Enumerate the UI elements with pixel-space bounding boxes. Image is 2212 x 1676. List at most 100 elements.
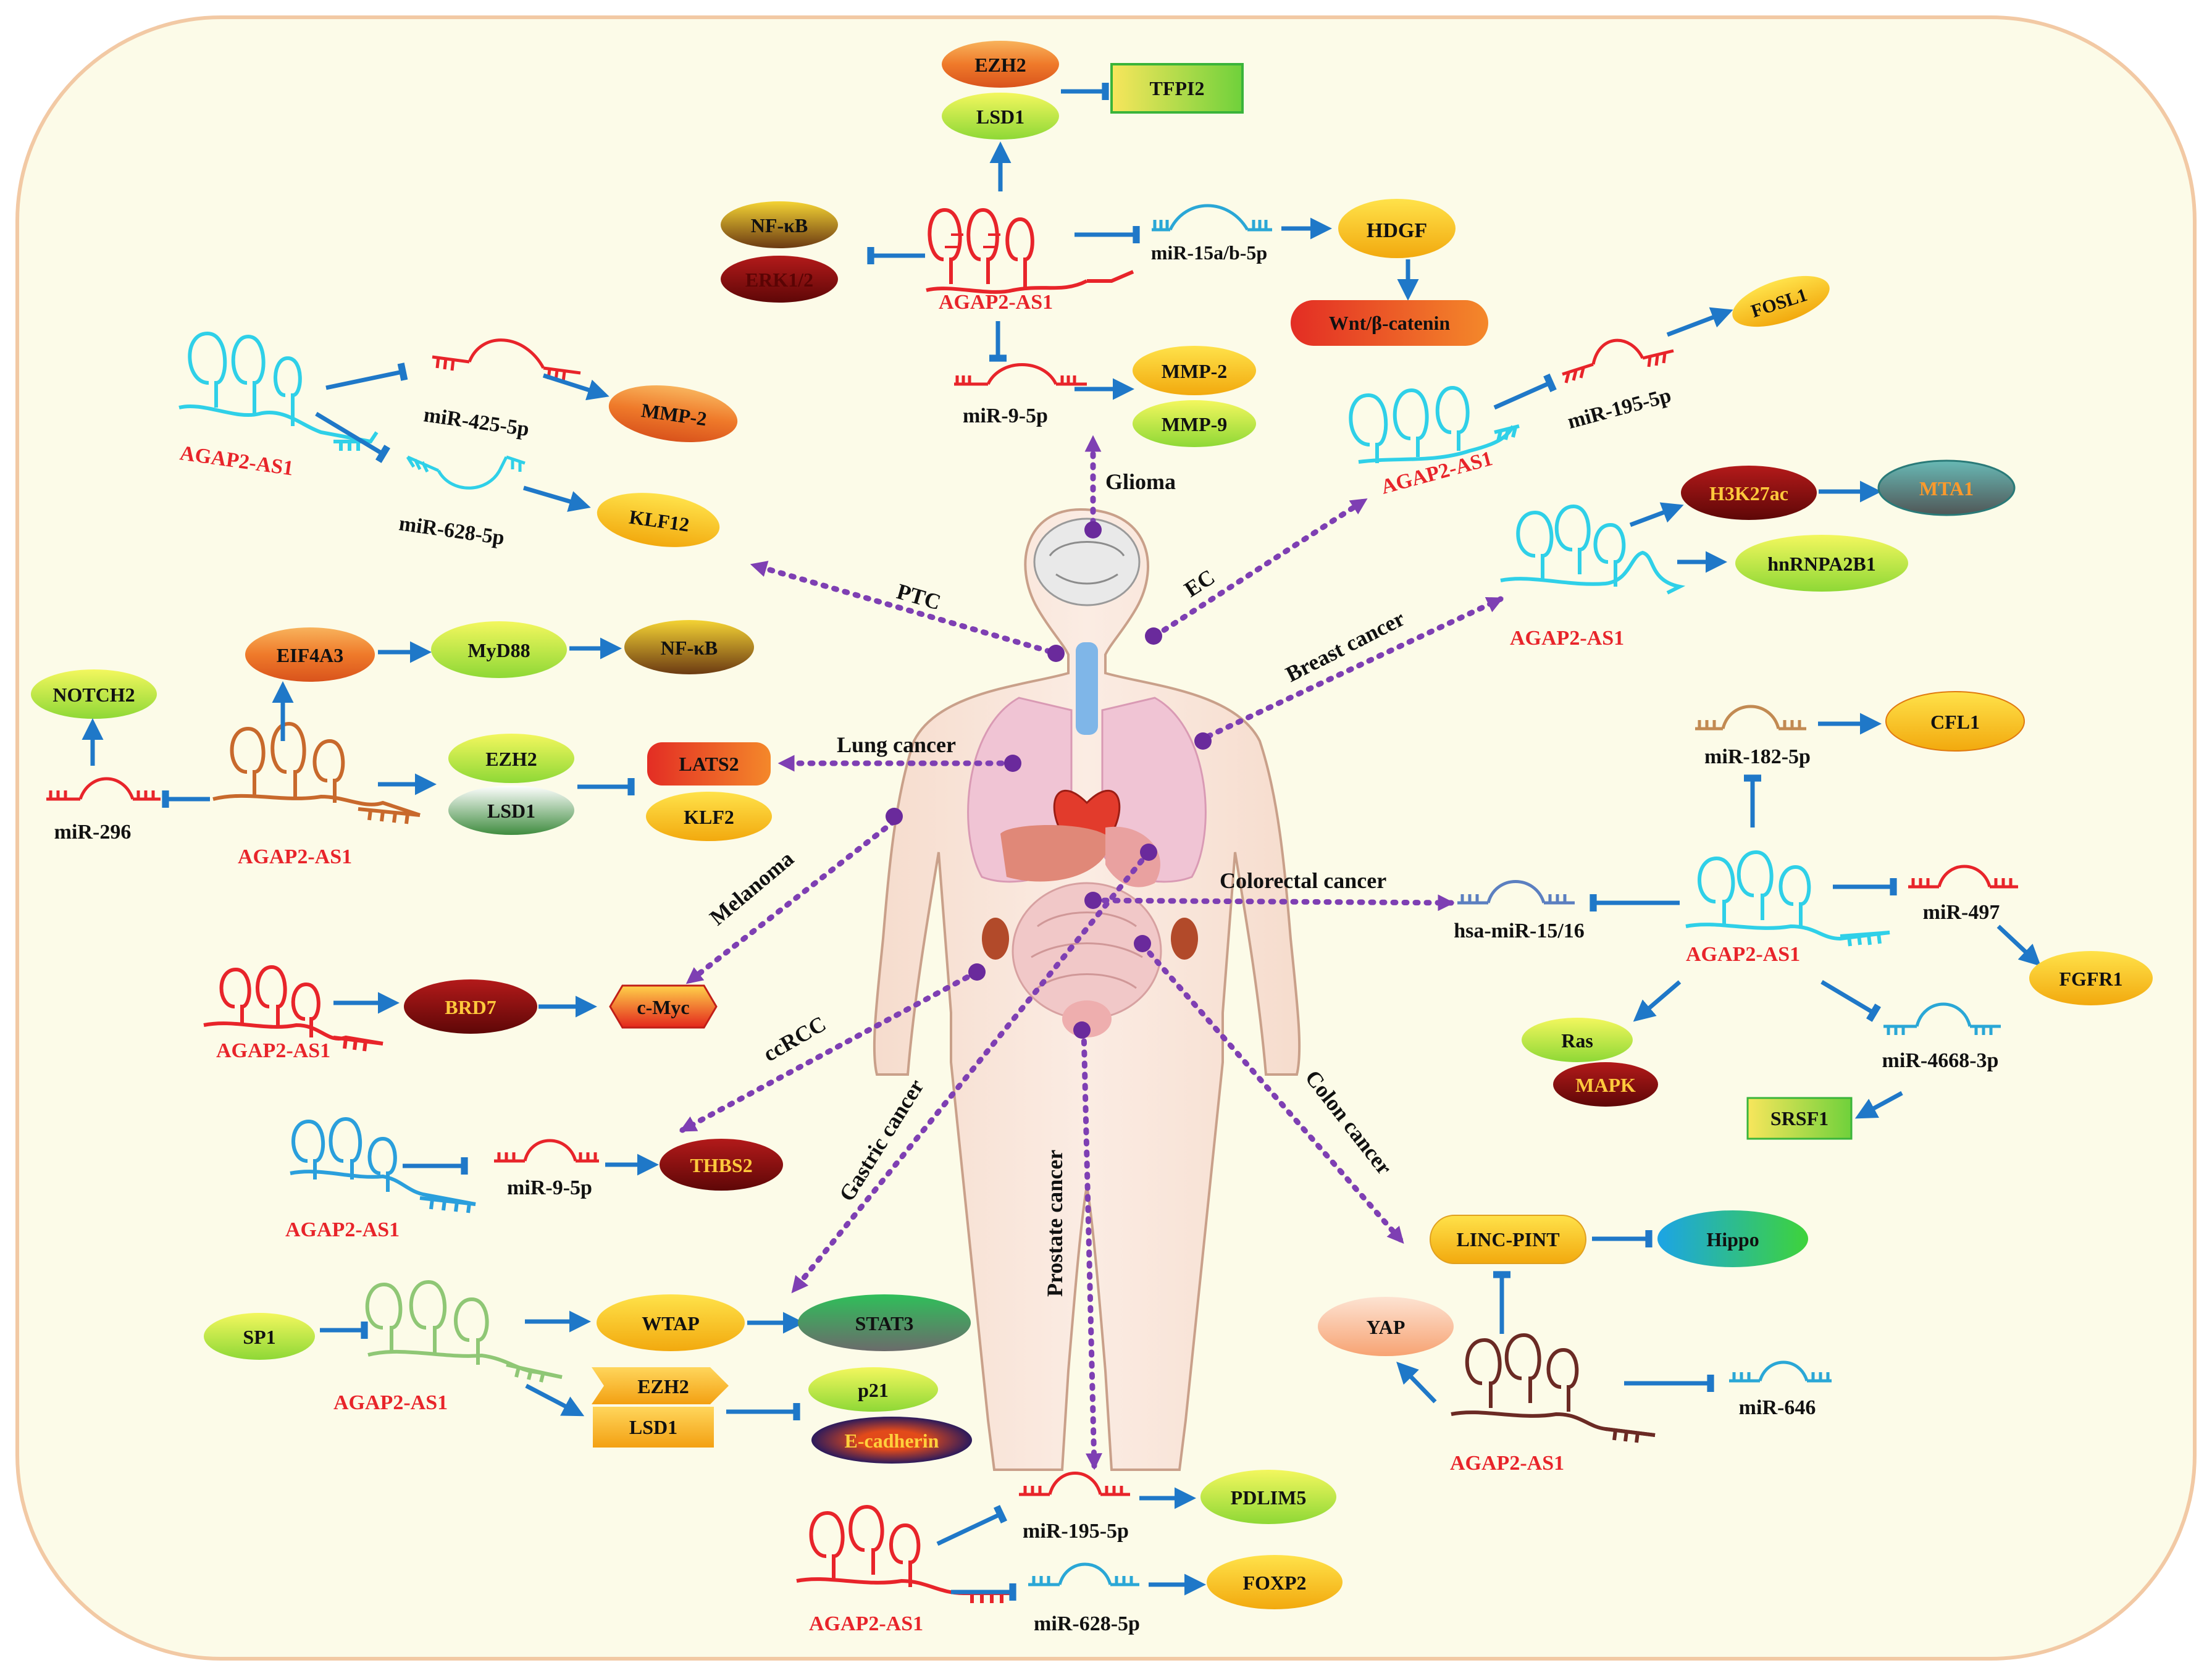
node-label-prostate-mir628: miR-628-5p (1034, 1612, 1140, 1635)
mirna-ptc-425 (432, 338, 581, 382)
mirna-prostate-628 (1028, 1562, 1139, 1586)
lung-pathway: NOTCH2 miR-296 AGAP2-AS1 EIF4A3 MyD88 NF… (31, 620, 772, 868)
lncrna-ec (1349, 385, 1520, 464)
trachea-icon (1076, 642, 1098, 735)
kidney-left-icon (982, 918, 1009, 960)
node-label-lncrna_label: AGAP2-AS1 (285, 1218, 400, 1241)
mirna-glioma-9 (954, 363, 1087, 386)
node-label-breast-mta1: MTA1 (1919, 477, 1974, 500)
label-glioma: Glioma (1105, 469, 1176, 494)
node-label-glioma-mir9: miR-9-5p (963, 404, 1048, 427)
ccrcc-pathway: AGAP2-AS1 miR-9-5p THBS2 (285, 1117, 783, 1241)
node-label-ccrcc-mir9: miR-9-5p (507, 1176, 592, 1199)
mirna-ptc-628 (406, 455, 526, 490)
brain-icon (1033, 517, 1141, 606)
node-label-glioma-mir15: miR-15a/b-5p (1151, 241, 1267, 264)
node-label-gastric-sp1: SP1 (243, 1326, 275, 1348)
glioma-pathway: AGAP2-AS1 EZH2 LSD1 TFPI2 NF-κB ERK1/2 m… (721, 41, 1488, 447)
label-prostate-cancer: Prostate cancer (1042, 1150, 1067, 1297)
node-label-lncrna_label: AGAP2-AS1 (1450, 1452, 1564, 1475)
node-label-colorectal-mir497: miR-497 (1923, 901, 2000, 924)
node-label-glioma-erk: ERK1/2 (745, 269, 813, 291)
mirna-colorectal-4668 (1883, 1002, 2001, 1035)
node-label-prostate-pdlim5: PDLIM5 (1231, 1486, 1307, 1509)
node-label-lung-lats2: LATS2 (679, 753, 739, 775)
label-colorectal-cancer: Colorectal cancer (1220, 868, 1386, 893)
lncrna-lung (212, 721, 421, 824)
node-label-glioma-mmp9: MMP-9 (1162, 413, 1228, 435)
lncrna-ccrcc (290, 1117, 476, 1213)
node-label-glioma-tfpi2: TFPI2 (1150, 77, 1205, 99)
lncrna-melanoma (203, 965, 383, 1052)
mirna-colorectal-497 (1908, 865, 2018, 889)
node-label-colon-mir646: miR-646 (1739, 1396, 1816, 1419)
kidney-right-icon (1171, 918, 1198, 960)
node-label-colorectal-hsamir: hsa-miR-15/16 (1454, 920, 1585, 942)
lncrna-prostate (796, 1504, 1013, 1603)
node-label-lncrna_label: AGAP2-AS1 (333, 1391, 448, 1414)
mirna-prostate-195 (1019, 1472, 1130, 1496)
node-label-colon-lincpint: LINC-PINT (1456, 1228, 1559, 1251)
lncrna-colon (1451, 1333, 1656, 1443)
lncrna-glioma (926, 207, 1134, 294)
prostate-pathway: AGAP2-AS1 miR-195-5p PDLIM5 miR-628-5p F… (796, 1470, 1343, 1635)
node-label-glioma-mmp2: MMP-2 (1162, 360, 1228, 382)
node-label-colon-hippo: Hippo (1706, 1228, 1759, 1251)
lncrna-gastric (365, 1280, 563, 1383)
label-lung-cancer: Lung cancer (837, 732, 956, 757)
node-label-lung-klf2: KLF2 (684, 806, 734, 828)
node-label-lncrna_label: AGAP2-AS1 (216, 1039, 330, 1062)
node-label-lncrna_label: AGAP2-AS1 (1510, 627, 1624, 650)
mirna-lung-296 (46, 777, 161, 801)
node-label-prostate-mir195: miR-195-5p (1023, 1520, 1129, 1543)
lncrna-ptc (178, 331, 379, 451)
node-label-lncrna_label: AGAP2-AS1 (238, 845, 352, 868)
node-label-gastric-lsd1: LSD1 (629, 1416, 677, 1438)
breast-pathway: AGAP2-AS1 H3K27ac MTA1 hnRNPA2B1 (1500, 459, 2016, 650)
node-label-colorectal-mir182: miR-182-5p (1704, 745, 1811, 768)
node-label-lung-ezh2: EZH2 (485, 748, 537, 770)
cancer-connectors (679, 435, 1504, 1470)
melanoma-pathway: AGAP2-AS1 BRD7 c-Myc (203, 965, 718, 1062)
mirna-ec-195 (1562, 338, 1674, 383)
mirna-colorectal-182 (1695, 705, 1806, 731)
node-label-glioma-hdgf: HDGF (1367, 219, 1427, 242)
node-label-lung-myd88: MyD88 (467, 639, 530, 661)
node-label-gastric-wtap: WTAP (642, 1312, 700, 1335)
node-label-gastric-stat3: STAT3 (855, 1312, 914, 1335)
node-label-colon-yap: YAP (1367, 1316, 1406, 1338)
node-label-glioma-ezh2: EZH2 (974, 54, 1026, 76)
mirna-glioma-15ab (1152, 204, 1272, 232)
mirna-ccrcc-9 (494, 1139, 599, 1163)
node-label-melanoma-brd7: BRD7 (445, 996, 496, 1018)
node-label-lung-notch2: NOTCH2 (52, 684, 135, 706)
colon-pathway: LINC-PINT Hippo YAP AGAP2-AS1 miR-646 (1318, 1210, 1832, 1475)
node-label-colorectal-ras: Ras (1561, 1029, 1593, 1052)
cancer-site-dots (886, 521, 1212, 1039)
node-label-glioma-lsd1: LSD1 (976, 106, 1024, 128)
node-label-glioma-wnt: Wnt/β-catenin (1329, 312, 1451, 334)
lncrna-breast (1500, 504, 1686, 595)
lncrna-label: AGAP2-AS1 (939, 291, 1053, 314)
liver-icon (1000, 825, 1112, 882)
node-label-melanoma-cmyc: c-Myc (637, 996, 689, 1018)
node-label-lncrna_label: AGAP2-AS1 (1686, 943, 1800, 966)
node-label-gastric-p21: p21 (858, 1379, 889, 1401)
colorectal-pathway: miR-182-5p CFL1 AGAP2-AS1 hsa-miR-15/16 … (1454, 691, 2153, 1140)
mirna-colon-646 (1729, 1360, 1832, 1383)
node-label-colorectal-mir4668: miR-4668-3p (1882, 1049, 1999, 1072)
lncrna-colorectal (1685, 850, 1890, 947)
node-label-colorectal-fgfr1: FGFR1 (2059, 968, 2122, 990)
node-label-colorectal-srsf1: SRSF1 (1770, 1107, 1829, 1129)
node-label-gastric-ezh2: EZH2 (637, 1375, 689, 1397)
node-label-ccrcc-thbs2: THBS2 (690, 1154, 752, 1176)
node-label-breast-hnrnpa2b1: hnRNPA2B1 (1767, 553, 1875, 575)
node-label-lncrna_label: AGAP2-AS1 (809, 1612, 923, 1635)
node-label-lung-eif4a3: EIF4A3 (277, 644, 343, 666)
node-label-colorectal-mapk: MAPK (1575, 1074, 1636, 1096)
node-label-breast-h3k27ac: H3K27ac (1709, 482, 1788, 505)
node-label-colorectal-cfl1: CFL1 (1930, 711, 1980, 733)
node-label-lung-nfkb: NF-κB (661, 637, 718, 659)
node-label-lung-lsd1: LSD1 (487, 800, 535, 822)
